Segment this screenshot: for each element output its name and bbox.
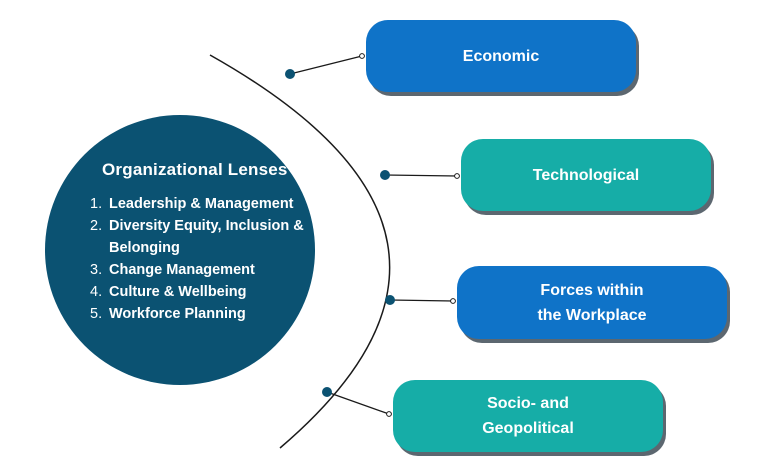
lens-item-workforce-planning: 5. Workforce Planning xyxy=(90,303,315,325)
force-box-socio-geopolitical: Socio- and Geopolitical xyxy=(393,380,663,452)
lens-item-diversity: 2. Diversity Equity, Inclusion & Belongi… xyxy=(90,215,315,259)
connector-end-technological xyxy=(454,173,460,179)
lens-number: 3. xyxy=(90,262,103,278)
connector-economic xyxy=(289,55,363,75)
connector-technological xyxy=(384,174,458,177)
lens-item-change-management: 3. Change Management xyxy=(90,259,315,281)
lens-label: Workforce Planning xyxy=(109,306,246,322)
force-box-economic: Economic xyxy=(366,20,636,92)
lens-number: 1. xyxy=(90,196,103,212)
connector-end-socio-geopolitical xyxy=(386,411,392,417)
organizational-lenses-circle: Organizational Lenses 1. Leadership & Ma… xyxy=(45,115,315,385)
connector-socio-geopolitical xyxy=(326,391,390,415)
lenses-list: 1. Leadership & Management 2. Diversity … xyxy=(90,193,315,325)
lens-label: Diversity Equity, Inclusion & Belonging xyxy=(109,218,304,256)
connector-end-economic xyxy=(359,53,365,59)
lens-item-leadership: 1. Leadership & Management xyxy=(90,193,315,215)
lens-label: Leadership & Management xyxy=(109,196,294,212)
lenses-title: Organizational Lenses xyxy=(102,160,288,179)
force-label: Forces within the Workplace xyxy=(537,278,646,328)
connector-dot-technological xyxy=(380,170,390,180)
force-label-line: Socio- and xyxy=(487,395,569,412)
force-label: Socio- and Geopolitical xyxy=(482,391,574,441)
connector-dot-socio-geopolitical xyxy=(322,387,332,397)
force-label-line: the Workplace xyxy=(537,306,647,324)
force-label-line: Technological xyxy=(532,166,640,184)
force-label-line: Economic xyxy=(462,47,540,65)
lens-label: Culture & Wellbeing xyxy=(109,284,247,300)
force-label: Technological xyxy=(533,163,639,188)
force-box-technological: Technological xyxy=(461,139,711,211)
lens-item-culture: 4. Culture & Wellbeing xyxy=(90,281,315,303)
lens-label: Change Management xyxy=(109,262,255,278)
force-box-forces-within-workplace: Forces within the Workplace xyxy=(457,266,727,339)
force-label: Economic xyxy=(463,44,539,69)
lens-number: 2. xyxy=(90,218,103,234)
lens-number: 4. xyxy=(90,284,103,300)
connector-dot-forces-within-workplace xyxy=(385,295,395,305)
force-label-line: Geopolitical xyxy=(482,420,574,437)
connector-end-forces-within-workplace xyxy=(450,298,456,304)
connector-forces-within-workplace xyxy=(389,299,454,302)
connector-dot-economic xyxy=(285,69,295,79)
arc-line xyxy=(209,54,391,449)
lens-number: 5. xyxy=(90,306,103,322)
force-label-line: Forces within xyxy=(540,281,644,299)
